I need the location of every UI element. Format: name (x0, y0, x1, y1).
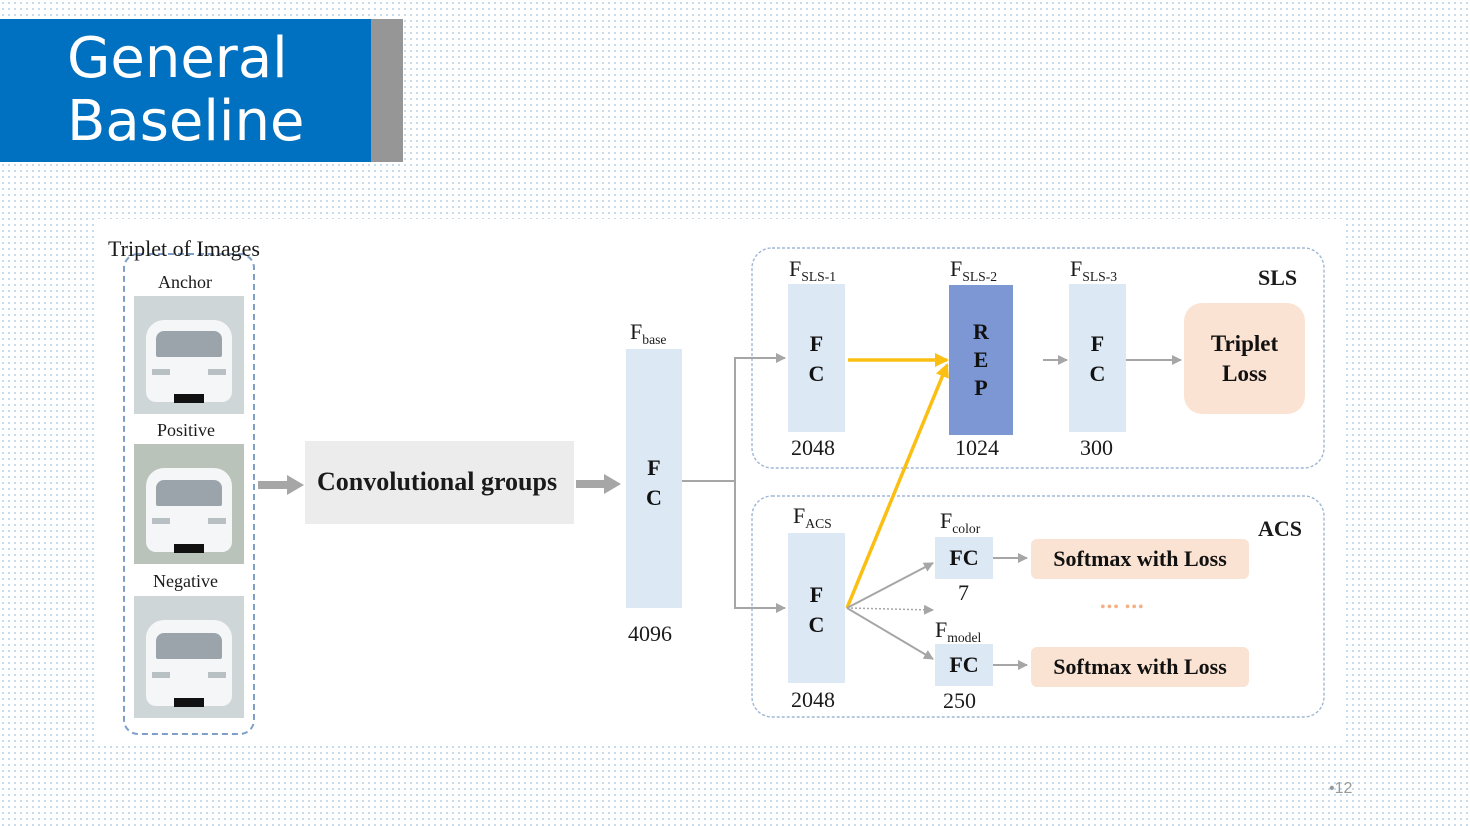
rep-letter-r: R (973, 319, 989, 344)
acs-title: ACS (1258, 516, 1303, 541)
arrow-acs-model (846, 607, 934, 660)
arrow-acs-color (846, 562, 934, 609)
negative-car-image (134, 596, 244, 718)
fsls1-fc-box: F C (788, 284, 845, 432)
fsls2-label: FSLS-2 (950, 256, 998, 284)
connectors (123, 247, 1325, 735)
fbase-dim: 4096 (628, 621, 672, 646)
architecture-diagram: Triplet of Images Anchor Positive Negati… (97, 219, 1346, 742)
softmax-model-box: Softmax with Loss (1031, 647, 1249, 687)
fsls1-dim: 2048 (791, 435, 835, 460)
softmax-model-label: Softmax with Loss (1053, 654, 1227, 679)
ellipsis: ••• ••• (1100, 599, 1145, 616)
page-number: •12 (1329, 780, 1353, 797)
fsls3-letter-c: C (1089, 361, 1106, 386)
fcolor-fc-text: FC (949, 545, 979, 570)
fmodel-fc-box: FC (935, 644, 993, 686)
conv-groups-box: Convolutional groups (305, 441, 574, 524)
rep-letter-e: E (973, 347, 989, 372)
title-accent-bar (371, 19, 403, 162)
triplet-loss-box: Triplet Loss (1184, 303, 1305, 414)
conv-groups-label: Convolutional groups (317, 467, 558, 496)
anchor-car-image (134, 296, 244, 414)
positive-car-image (134, 444, 244, 564)
fmodel-fc-text: FC (949, 652, 979, 677)
slide-title: General Baseline (0, 19, 371, 162)
arrow-base-sls (678, 353, 786, 482)
fsls3-label: FSLS-3 (1070, 256, 1118, 284)
fbase-fc-letter-f: F (647, 455, 661, 480)
fcolor-fc-box: FC (935, 537, 993, 579)
facs-label: FACS (793, 503, 832, 531)
arrow-base-acs (734, 481, 786, 613)
rep-letter-p: P (974, 375, 988, 400)
anchor-label: Anchor (158, 272, 212, 292)
fcolor-dim: 7 (958, 580, 969, 605)
triplet-container (123, 253, 255, 735)
triplet-title: Triplet of Images (108, 236, 260, 261)
fsls1-letter-c: C (808, 361, 825, 386)
arrow-acs-rep (845, 363, 949, 609)
fsls1-label: FSLS-1 (789, 256, 837, 284)
softmax-color-box: Softmax with Loss (1031, 539, 1249, 579)
slide-title-line-1: General (67, 26, 288, 91)
fmodel-dim: 250 (943, 688, 976, 713)
acs-container (751, 495, 1325, 718)
fbase-fc-box: F C (626, 349, 682, 608)
sls-title: SLS (1258, 265, 1298, 290)
facs-dim: 2048 (791, 687, 835, 712)
fbase-fc-letter-c: C (646, 485, 662, 510)
fsls1-letter-f: F (809, 331, 824, 356)
facs-letter-f: F (809, 582, 824, 607)
fmodel-label: Fmodel (935, 617, 982, 645)
slide-title-line-2: Baseline (67, 89, 305, 154)
negative-label: Negative (153, 571, 218, 591)
facs-letter-c: C (808, 612, 825, 637)
rep-box: R E P (949, 285, 1013, 435)
triplet-loss-line-1: Triplet (1210, 331, 1279, 356)
softmax-color-label: Softmax with Loss (1053, 546, 1227, 571)
fbase-label: Fbase (630, 319, 667, 347)
fsls2-dim: 1024 (955, 435, 999, 460)
arrow-acs-dotted (846, 604, 934, 615)
fsls3-dim: 300 (1080, 435, 1113, 460)
positive-label: Positive (157, 420, 216, 440)
fcolor-label: Fcolor (940, 508, 981, 536)
fsls3-letter-f: F (1090, 331, 1105, 356)
facs-fc-box: F C (788, 533, 845, 683)
triplet-loss-line-2: Loss (1222, 361, 1267, 386)
fsls3-fc-box: F C (1069, 284, 1126, 432)
